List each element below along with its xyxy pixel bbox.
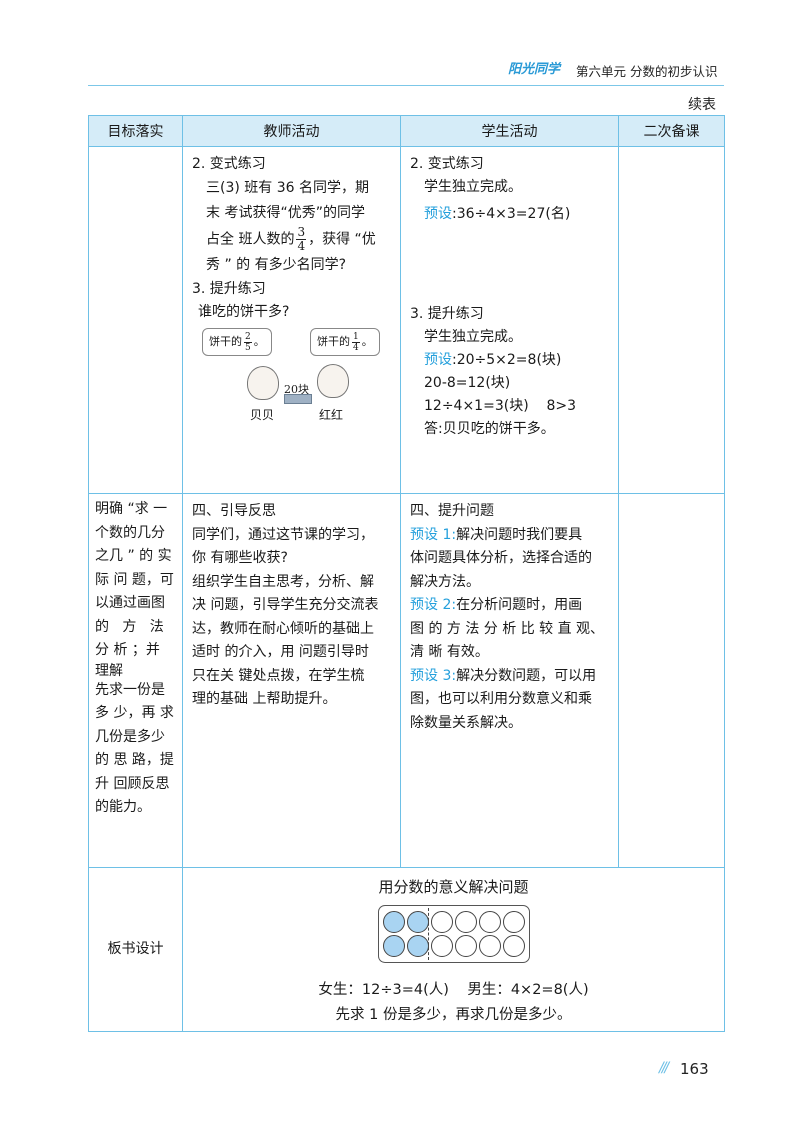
teacher-activity-cell: 2. 变式练习 三(3) 班有 36 名同学，期 末 考试获得“优秀”的同学 占… — [182, 146, 401, 494]
continue-label: 续表 — [688, 97, 716, 113]
goal-cell: 明确 “求 一 个数的几分 之几 ” 的 实 际 问 题，可 以通过画图 的 方… — [88, 493, 183, 868]
student-line-3: 20-8=12(块) — [424, 375, 511, 391]
filled-circle — [406, 911, 429, 933]
question-text: 谁吃的饼干多? — [198, 304, 290, 320]
student-answer: 答:贝贝吃的饼干多。 — [424, 421, 555, 437]
board-summary-line: 先求 1 份是多少，再求几份是多少。 — [335, 1007, 572, 1023]
empty-circle — [502, 935, 525, 957]
col-header-revision: 二次备课 — [618, 115, 725, 147]
biscuit-count: 20块 — [284, 383, 309, 396]
student-problem-cell: 四、提升问题 预设 1:解决问题时我们要具 体问题具体分析，选择合适的 解决方法… — [400, 493, 619, 868]
goal-cell-empty — [88, 146, 183, 494]
student-line-1: 学生独立完成。 — [424, 179, 522, 195]
teacher-reflection-cell: 四、引导反思 同学们，通过这节课的学习， 你 有哪些收获? 组织学生自主思考，分… — [182, 493, 401, 868]
board-design-label-cell: 板书设计 — [88, 867, 183, 1032]
col-header-student: 学生活动 — [400, 115, 619, 147]
teacher-heading-2: 3. 提升练习 — [192, 281, 266, 297]
empty-circle — [502, 911, 525, 933]
circle-row — [382, 935, 525, 957]
student-preset: 预设:36÷4×3=27(名) — [424, 206, 571, 222]
filled-circle — [382, 935, 405, 957]
student-problem-heading: 四、提升问题 — [410, 503, 494, 519]
student-activity-cell: 2. 变式练习 学生独立完成。 预设:36÷4×3=27(名) 3. 提升练习 … — [400, 146, 619, 494]
name-honghong: 红红 — [319, 408, 344, 422]
student-heading-2: 3. 提升练习 — [410, 306, 484, 322]
empty-circle — [430, 935, 453, 957]
empty-circle — [430, 911, 453, 933]
student-line-4: 12÷4×1=3(块) 8>3 — [424, 398, 576, 414]
board-equation-line: 女生：12÷3=4(人) 男生：4×2=8(人) — [318, 982, 589, 998]
child-beibei-figure — [247, 366, 279, 400]
circle-diagram — [377, 905, 530, 963]
unit-title: 第六单元 分数的初步认识 — [576, 64, 718, 79]
empty-circle — [454, 911, 477, 933]
page-number: 163 — [680, 1060, 709, 1078]
page-marks-decoration: /// — [659, 1060, 669, 1076]
empty-circle — [478, 935, 501, 957]
revision-cell-empty-2 — [618, 493, 725, 868]
student-heading: 2. 变式练习 — [410, 156, 484, 172]
name-beibei: 贝贝 — [250, 408, 275, 422]
col-header-goals: 目标落实 — [88, 115, 183, 147]
lesson-plan-table: 目标落实 教师活动 学生活动 二次备课 2. 变式练习 三(3) 班有 36 名… — [88, 115, 725, 1032]
student-preset-2: 预设:20÷5×2=8(块) — [424, 352, 562, 368]
filled-circle — [382, 911, 405, 933]
board-design-cell: 用分数的意义解决问题 女生：12÷3=4(人) 男生：4×2=8(人) 先求 1… — [182, 867, 725, 1032]
board-design-label: 板书设计 — [107, 941, 164, 957]
filled-circle — [406, 935, 429, 957]
dashed-separator — [427, 908, 429, 960]
empty-circle — [478, 911, 501, 933]
teacher-reflection-heading: 四、引导反思 — [192, 503, 276, 519]
teacher-heading: 2. 变式练习 — [192, 156, 266, 172]
revision-cell-empty — [618, 146, 725, 494]
student-line-2: 学生独立完成。 — [424, 329, 522, 345]
brand-logo: 阳光同学 — [508, 62, 561, 77]
header-rule — [88, 85, 724, 86]
biscuit-box-icon — [284, 394, 312, 404]
board-title: 用分数的意义解决问题 — [378, 878, 529, 896]
child-honghong-figure — [317, 364, 349, 398]
circle-row — [382, 911, 525, 933]
col-header-teacher: 教师活动 — [182, 115, 401, 147]
empty-circle — [454, 935, 477, 957]
